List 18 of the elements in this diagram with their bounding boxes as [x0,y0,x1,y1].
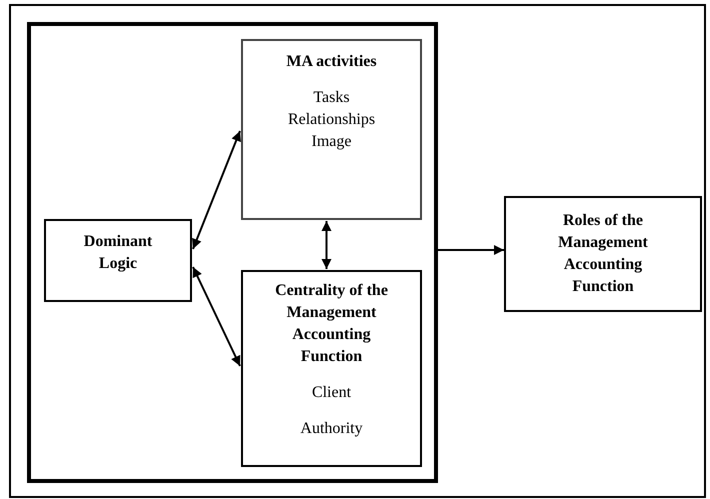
group-box [27,22,438,483]
process-box [504,196,702,312]
arrow [322,221,332,269]
arrow [438,245,504,255]
list-item: Client [310,383,352,403]
list-item: Image [310,132,352,152]
box-title: Centrality of the Management Accounting Function [274,281,389,367]
process-box [44,219,192,302]
process-box [241,270,422,467]
list-item: Authority [299,419,364,439]
arrow [192,266,241,366]
box-title: Roles of the Management Accounting Function [557,211,649,297]
arrow [192,130,241,250]
box-title: MA activities [285,52,378,72]
box-title: Dominant Logic [82,232,154,274]
process-box [241,39,422,220]
list-item: Relationships [286,110,376,130]
list-item: Tasks [312,88,351,108]
